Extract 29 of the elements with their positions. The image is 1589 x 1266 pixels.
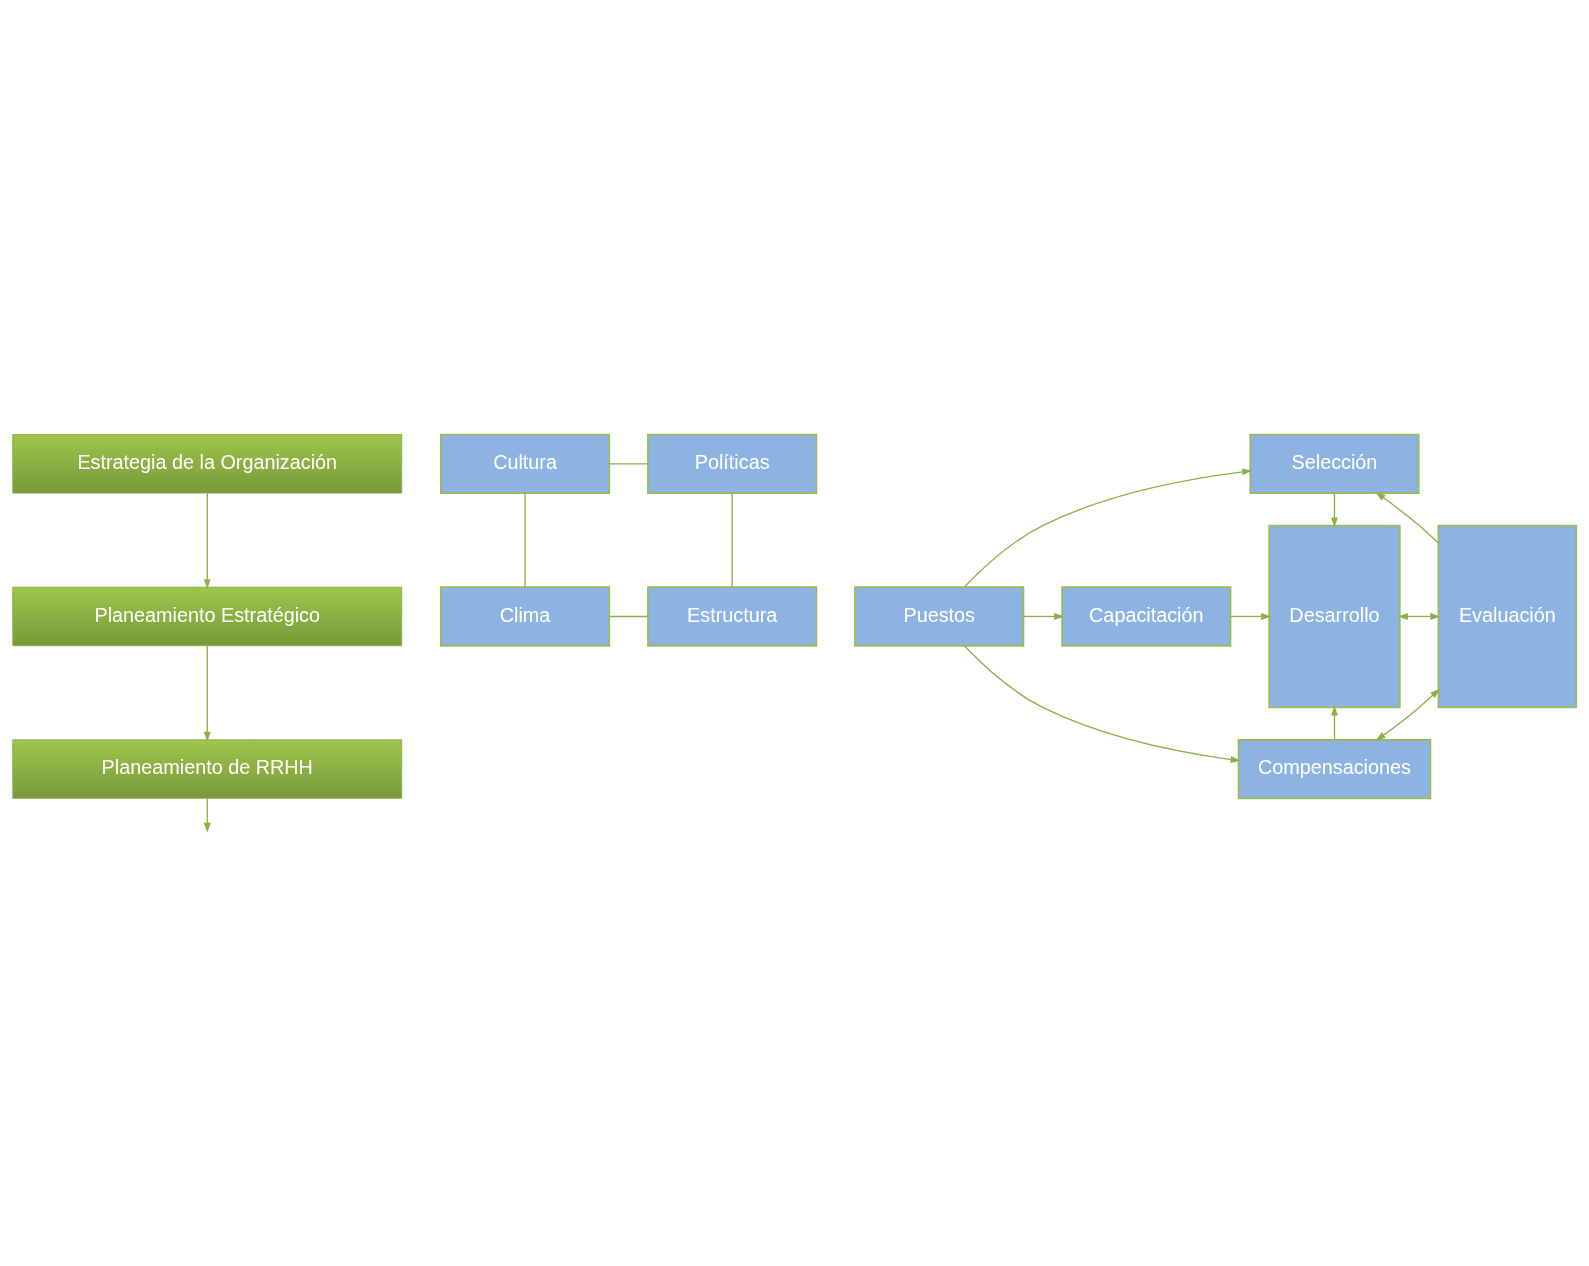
connector xyxy=(731,492,733,588)
node-box: Puestos xyxy=(854,586,1025,647)
connector xyxy=(608,463,649,465)
arrow xyxy=(1331,705,1338,741)
node-box: Capacitación xyxy=(1061,586,1232,647)
connector xyxy=(608,615,649,618)
node-box: Clima xyxy=(440,586,611,647)
arrow xyxy=(1375,688,1440,741)
node-box: Compensaciones xyxy=(1237,738,1432,800)
node-box: Cultura xyxy=(440,433,611,494)
connector xyxy=(524,492,526,588)
arrow xyxy=(1397,613,1441,620)
node-box: Selección xyxy=(1249,433,1420,494)
arrow xyxy=(203,645,211,742)
node-box: Planeamiento Estratégico xyxy=(12,586,403,647)
arrow xyxy=(1375,492,1439,544)
arrow xyxy=(1023,613,1065,620)
arrow xyxy=(963,645,1241,763)
node-box: Estrategia de la Organización xyxy=(12,434,403,494)
node-box: Planeamiento de RRHH xyxy=(12,739,403,799)
node-box: Desarrollo xyxy=(1268,524,1401,709)
arrow xyxy=(203,797,211,833)
arrow xyxy=(203,492,211,590)
arrow xyxy=(1331,492,1338,528)
arrow xyxy=(963,468,1253,588)
node-box: Evaluación xyxy=(1437,524,1578,709)
node-box: Estructura xyxy=(647,586,818,647)
node-box: Políticas xyxy=(647,433,818,494)
arrow xyxy=(1230,613,1271,620)
